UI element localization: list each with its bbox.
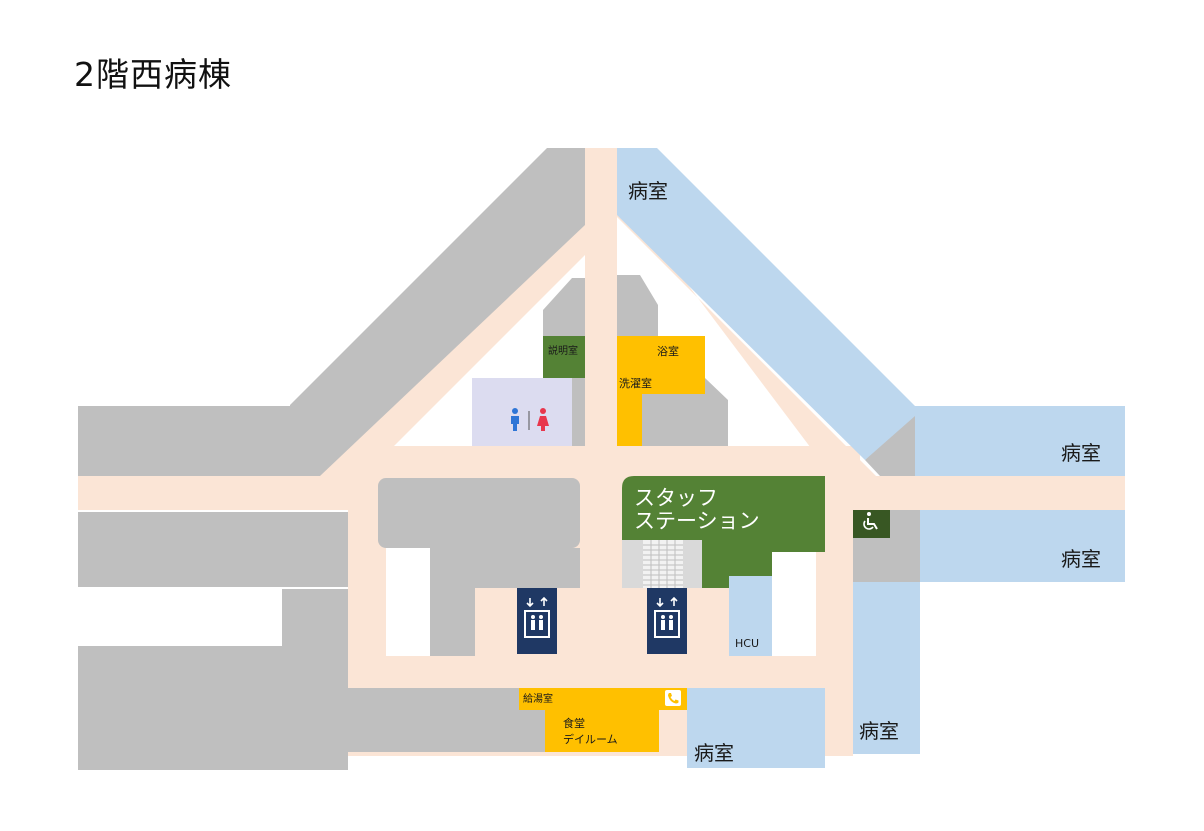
block-diagonal-left — [290, 148, 585, 476]
staff-station-label-line2: ステーション — [634, 509, 760, 533]
stairs-icon — [622, 540, 702, 588]
gray-blocks — [78, 148, 920, 770]
ward-bottom-label: 病室 — [694, 741, 734, 765]
block-west-bottom — [78, 646, 348, 770]
dining-room — [545, 710, 659, 752]
void-center-left — [386, 548, 430, 656]
bath-room — [617, 336, 705, 378]
staff-station-label-line1: スタッフ — [634, 486, 718, 510]
block-center-left-tail — [430, 548, 580, 588]
restroom-icon — [511, 408, 549, 431]
block-center-left — [378, 478, 580, 548]
ward-right-upper-label: 病室 — [1061, 441, 1101, 465]
voids — [386, 375, 816, 656]
elevator-icon — [517, 588, 557, 654]
staff-station — [622, 476, 825, 588]
wards — [617, 148, 1125, 768]
void-right-triangle — [728, 400, 800, 446]
block-west-bottom-small — [282, 589, 348, 647]
phone-icon — [665, 690, 681, 706]
explanation-room-label: 説明室 — [548, 346, 578, 357]
hcu-label: HCU — [735, 637, 760, 650]
ward-right-lower — [853, 582, 920, 754]
ward-right-upper — [915, 406, 1125, 476]
void-left-triangle — [398, 375, 472, 446]
block-west-mid — [78, 512, 348, 587]
void-right-lower — [772, 552, 816, 656]
hcu-room — [729, 576, 772, 656]
wheelchair-icon — [853, 510, 890, 538]
ward-bottom — [687, 688, 825, 768]
ward-top-diagonal — [617, 148, 915, 460]
page-title: 2階西病棟 — [74, 55, 232, 94]
block-bottom-left — [348, 688, 545, 752]
laundry-room-label: 洗濯室 — [619, 377, 652, 390]
dining-label-line1: 食堂 — [563, 717, 585, 730]
ward-right-mid — [920, 510, 1125, 582]
pantry-room — [519, 688, 659, 710]
ward-right-mid-label: 病室 — [1061, 547, 1101, 571]
explanation-room — [543, 336, 585, 378]
pantry-label: 給湯室 — [523, 694, 553, 705]
elevator-icon — [647, 588, 687, 654]
restroom-area — [472, 378, 572, 446]
bath-room-label: 浴室 — [657, 345, 679, 358]
laundry-room — [617, 378, 705, 394]
dining-label-line2: デイルーム — [563, 733, 618, 746]
block-center-left-leg — [430, 588, 475, 656]
corridor-horizontal-upper — [300, 446, 860, 478]
ward-top-label: 病室 — [628, 179, 668, 203]
ward-right-lower-label: 病室 — [859, 719, 899, 743]
block-west-top — [78, 406, 290, 476]
laundry-room-tail — [617, 394, 642, 446]
